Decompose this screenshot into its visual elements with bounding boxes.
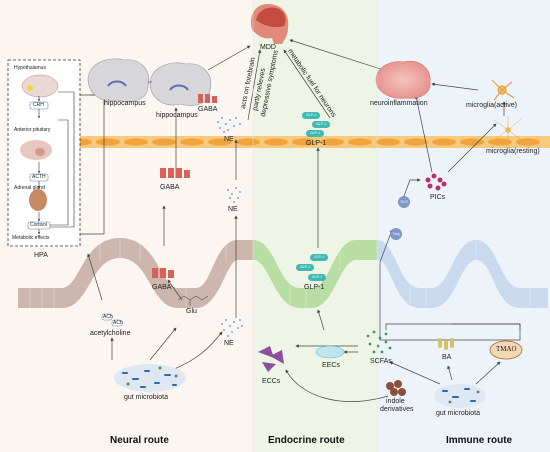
- ne-low-label: NE: [224, 340, 234, 347]
- gaba-receptor-mid: [160, 168, 190, 178]
- arrow-pics-to-neuroinflammation: [414, 95, 433, 173]
- gut-immune: [377, 240, 548, 308]
- microglia-resting-label: microglia(resting): [486, 148, 540, 155]
- microglia-active-icon: [491, 79, 515, 101]
- ba-icon: [438, 338, 454, 350]
- hippocampus-label-2: hippocampus: [156, 112, 198, 119]
- acetylcholine-label: acetylcholine: [90, 330, 131, 337]
- glp1-brain-label: GLP-1: [306, 140, 327, 147]
- glu-label: Glu: [186, 308, 197, 315]
- eccs-label: ECCs: [262, 378, 281, 385]
- ba-label: BA: [442, 354, 452, 361]
- arrow-th17-to-pics: [403, 178, 421, 197]
- arrow-microbiota-to-ba: [447, 365, 453, 381]
- adrenal-icon: [29, 189, 47, 211]
- pics-cluster: [425, 173, 447, 191]
- neuroinflammation-brain-icon: [375, 60, 431, 99]
- glp1-pill-brain-2: GLP-1: [312, 121, 330, 128]
- endocrine-panel-bg: [253, 0, 377, 452]
- hpa-anterior-pituitary-label: Anterior pituitary: [14, 127, 51, 133]
- bracket-scfa-ba-tmao: [385, 323, 521, 330]
- ach-label-1: ACh: [103, 314, 113, 320]
- gaba-low-label: GABA: [152, 284, 172, 291]
- derivatives-label: derivatives: [380, 406, 414, 413]
- hpa-organs: [20, 74, 75, 235]
- hypothalamus-icon: [21, 74, 59, 98]
- ne-dots-brain: [217, 117, 241, 133]
- glu-molecule: [177, 295, 209, 306]
- ne-dots-low: [221, 319, 243, 337]
- gaba-receptor-brain: [198, 94, 217, 103]
- indole-icon: [386, 380, 406, 396]
- arrow-microbiota-to-scfa: [389, 361, 441, 385]
- gut-microbiota-neural: [114, 364, 186, 392]
- mdd-head-icon: [250, 4, 289, 44]
- microglia-active-label: microglia(active): [466, 102, 517, 109]
- ne-dots-mid: [227, 187, 241, 203]
- microglia-resting-icon: [493, 116, 525, 146]
- immune-route-title: Immune route: [446, 435, 513, 446]
- glp1-pill-gut-2: GLP-1: [296, 264, 314, 271]
- arrow-neuroinflammation-to-mdd: [289, 39, 391, 73]
- glp1-pill-gut-3: GLP-1: [308, 274, 326, 281]
- arrow-microglia-to-neuroinflammation: [431, 82, 479, 91]
- hpa-acth-label: ACTH: [32, 174, 46, 180]
- indole-label: indole: [386, 398, 405, 405]
- gut-microbiota-neural-label: gut microbiota: [124, 394, 168, 401]
- ach-receptor: [101, 313, 123, 327]
- tmao-label: TMAO: [496, 345, 517, 353]
- hippocampus-brain-2: [149, 62, 212, 106]
- arrow-microbiota-to-glu: [149, 327, 177, 361]
- tmao-badge: [489, 340, 523, 360]
- neural-route-title: Neural route: [110, 435, 169, 446]
- ne-mid-label: NE: [228, 206, 238, 213]
- eecs-cell: [315, 345, 345, 359]
- mdd-label: MDD: [260, 44, 276, 51]
- hpa-hypothalamus-label: Hypothalamus: [14, 65, 46, 71]
- gut-neural: [18, 238, 253, 308]
- hpa-metabolic-effects-label: Metabolic effects: [12, 235, 50, 241]
- gaba-receptor-low: [152, 268, 174, 278]
- gaba-brain-label: GABA: [198, 106, 218, 113]
- ach-label-2: ACh: [113, 320, 123, 326]
- pics-label: PICs: [430, 194, 446, 201]
- hpa-crh-label: CRH: [33, 102, 44, 108]
- scfa-dots: [366, 330, 392, 354]
- glp1-pill-brain-1: GLP-1: [302, 112, 320, 119]
- glp1-pill-brain-3: GLP-1: [306, 130, 324, 137]
- arrow-ne-to-mdd: [247, 49, 262, 121]
- gut-microbiota-immune-label: gut microbiota: [436, 410, 480, 417]
- scfas-label: SCFAs: [370, 358, 392, 365]
- hpa-adrenal-gland-label: Adrenal gland: [14, 185, 45, 191]
- eccs-cells: [258, 346, 284, 372]
- gut-endocrine: [253, 240, 377, 308]
- arrow-hippocampus-to-mdd: [207, 45, 251, 71]
- treg-cell: Treg: [390, 228, 402, 240]
- endocrine-route-title: Endocrine route: [268, 435, 345, 446]
- eecs-label: EECs: [322, 362, 340, 369]
- arrow-glp1-to-mdd: [283, 49, 331, 119]
- hippocampus-label-1: hippocampus: [104, 100, 146, 107]
- gut-epithelium: [18, 238, 548, 308]
- arrow-glu-to-gaba: [167, 279, 183, 301]
- th17-cell: Th17: [398, 196, 410, 208]
- gaba-mid-label: GABA: [160, 184, 180, 191]
- hpa-title: HPA: [34, 252, 48, 259]
- arrow-microbiota-to-tmao: [475, 361, 501, 385]
- neuroinflammation-label: neuroinflammation: [370, 100, 428, 107]
- arrow-eecs-to-glp1: [317, 309, 325, 331]
- arrow-pics-to-microglia: [447, 123, 497, 173]
- hippocampus-brain-1: [87, 58, 150, 102]
- gut-microbiota-immune: [434, 384, 486, 408]
- ne-brain-label: NE: [224, 136, 234, 143]
- arrow-ach-to-hpa: [87, 253, 103, 301]
- hpa-cortisol-label: Cortisol: [30, 222, 47, 228]
- glp1-pill-gut-1: GLP-1: [310, 254, 328, 261]
- arrow-indole-to-eccs: [285, 369, 389, 402]
- arrow-microbiota-to-ne: [171, 331, 223, 371]
- glp1-low-label: GLP-1: [304, 284, 325, 291]
